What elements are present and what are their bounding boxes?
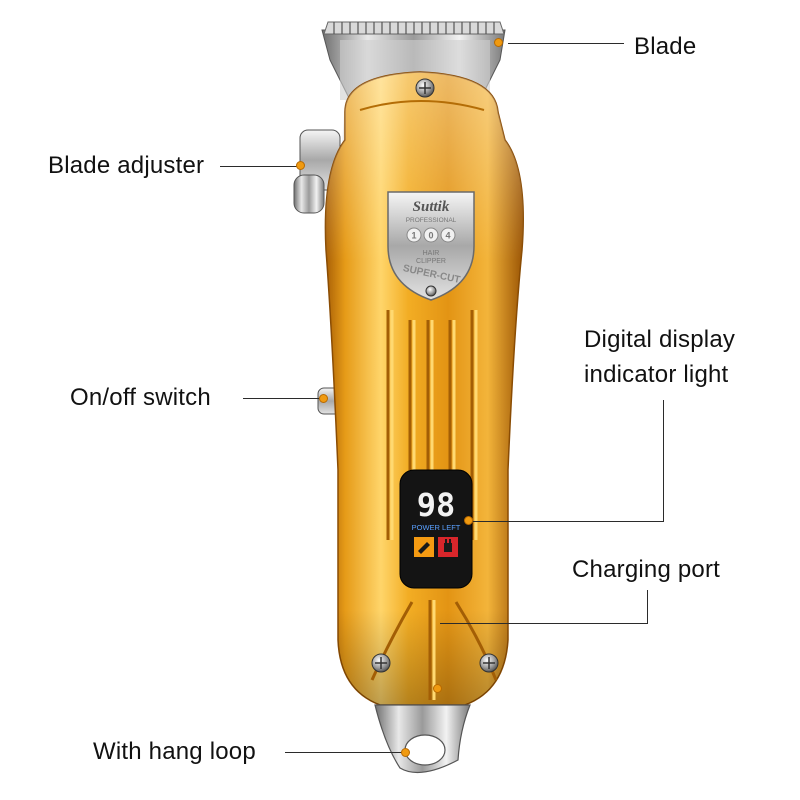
leader-digital-display-vertical: [663, 400, 664, 522]
callout-hang-loop: With hang loop: [93, 738, 256, 765]
badge-digit-1: 1: [411, 231, 416, 241]
dot-blade-adjuster: [296, 161, 305, 170]
badge-line2: CLIPPER: [416, 258, 446, 265]
dot-digital-display: [464, 516, 473, 525]
dot-blade: [494, 38, 503, 47]
leader-on-off-switch: [243, 398, 320, 399]
callout-digital-display-line1: Digital display: [584, 326, 736, 353]
leader-blade-adjuster: [220, 166, 298, 167]
leader-hang-loop: [285, 752, 403, 753]
callout-digital-display-line2: indicator light: [584, 361, 729, 388]
badge-digit-3: 4: [445, 231, 450, 241]
digital-display: 98 POWER LEFT: [399, 469, 473, 589]
leader-charging-port: [440, 623, 648, 624]
battery-readout: 98: [417, 486, 456, 524]
leader-blade: [508, 43, 624, 44]
callout-charging-port: Charging port: [572, 556, 721, 583]
badge-digit-2: 0: [428, 231, 433, 241]
badge-line1: HAIR: [423, 250, 440, 257]
badge-brand: Suttik: [413, 199, 450, 215]
badge-subtitle: PROFESSIONAL: [406, 217, 457, 224]
dot-on-off-switch: [319, 394, 328, 403]
power-left-caption: POWER LEFT: [412, 523, 461, 532]
clipper-body: [324, 71, 524, 706]
callout-blade-adjuster: Blade adjuster: [48, 152, 205, 179]
hang-loop: [374, 704, 471, 774]
brand-badge: Suttik PROFESSIONAL 1 0 4 HAIR CLIPPER S…: [387, 191, 475, 301]
leader-digital-display: [470, 521, 664, 522]
dot-port-bottom: [433, 684, 442, 693]
callout-blade: Blade: [634, 33, 697, 60]
callout-on-off-switch: On/off switch: [70, 384, 211, 411]
dot-hang-loop: [401, 748, 410, 757]
leader-charging-port-vertical: [647, 590, 648, 624]
